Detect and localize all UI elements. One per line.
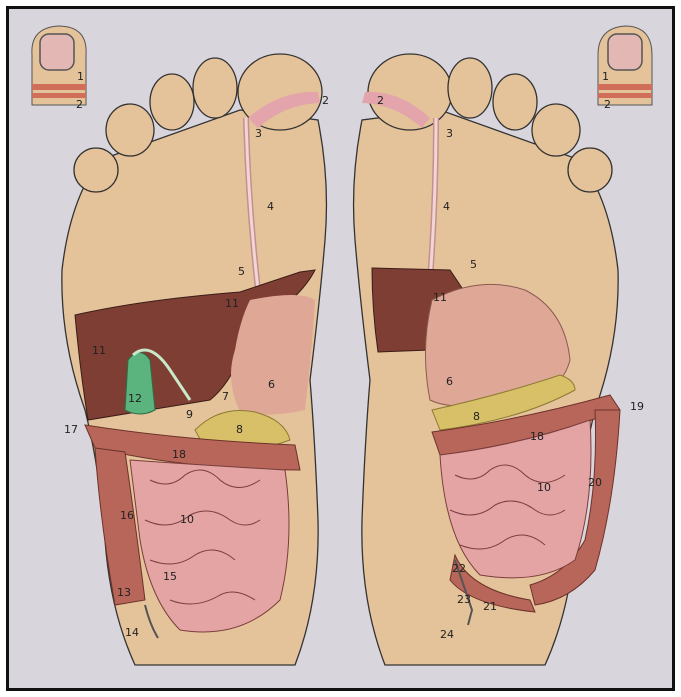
label: 12: [128, 392, 142, 405]
label: 15: [163, 570, 177, 583]
label: 4: [267, 200, 274, 213]
label: 11: [433, 291, 447, 304]
label: 8: [473, 410, 480, 423]
label: 14: [125, 626, 139, 639]
left-toe-2: [193, 58, 237, 118]
label: 1: [602, 70, 609, 83]
left-toe-3: [150, 74, 194, 130]
label: 6: [268, 378, 275, 391]
label: 2: [76, 98, 83, 111]
label: 6: [446, 375, 453, 388]
left-toe-5: [74, 148, 118, 192]
label: 2: [377, 94, 384, 107]
label: 13: [117, 586, 131, 599]
label: 11: [92, 344, 106, 357]
right-toe-3: [493, 74, 537, 130]
label: 16: [120, 509, 134, 522]
left-toe-4: [106, 104, 154, 156]
right-toe-2: [448, 58, 492, 118]
right-toe-inset: 1 2: [598, 26, 652, 111]
label: 21: [483, 600, 497, 613]
right-toe-4: [532, 104, 580, 156]
label: 5: [238, 265, 245, 278]
label: 1: [77, 70, 84, 83]
label: 7: [222, 390, 229, 403]
label: 2: [604, 98, 611, 111]
label: 20: [588, 476, 602, 489]
label: 22: [452, 562, 466, 575]
label: 18: [530, 430, 544, 443]
right-foot: [354, 54, 620, 665]
label: 17: [64, 423, 78, 436]
label: 2: [322, 94, 329, 107]
label: 19: [630, 400, 644, 413]
label: 10: [537, 481, 551, 494]
label: 3: [446, 127, 453, 140]
label: 4: [443, 200, 450, 213]
left-foot: [62, 54, 327, 665]
label: 18: [172, 448, 186, 461]
label: 11: [225, 297, 239, 310]
right-toe-5: [568, 148, 612, 192]
label: 9: [186, 408, 193, 421]
label: 3: [255, 127, 262, 140]
left-toe-inset: 1 2: [32, 26, 86, 111]
label: 10: [180, 513, 194, 526]
label: 8: [236, 423, 243, 436]
label: 24: [440, 628, 454, 641]
label: 23: [457, 593, 471, 606]
label: 5: [470, 258, 477, 271]
